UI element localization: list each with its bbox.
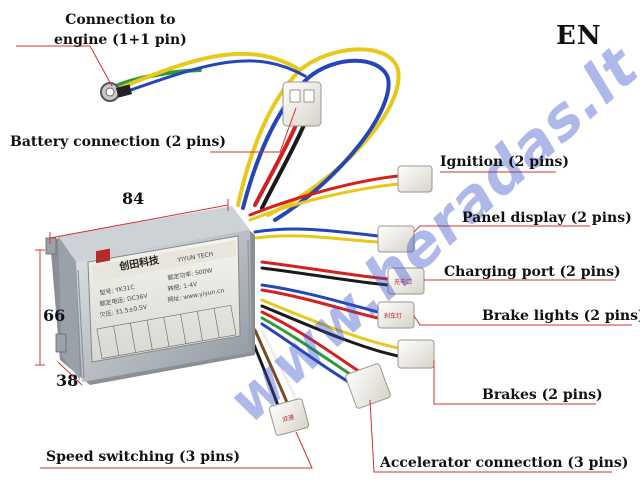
ignition-connector (397, 165, 433, 193)
wire-engine-yellow-b (118, 51, 302, 90)
dimension-height: 66 (43, 306, 66, 325)
dimension-lines (35, 199, 229, 386)
wire-speed-2 (260, 328, 300, 407)
wire-accel (260, 310, 362, 374)
label-battery: Battery connection (2 pins) (10, 134, 226, 150)
label-charging: Charging port (2 pins) (444, 264, 621, 280)
speed-tag: 双速 (282, 414, 295, 424)
wire-battery-black (260, 123, 306, 210)
wire-charging-2 (260, 266, 390, 287)
panel-connector (377, 225, 415, 253)
charging-tag: 充电口 (394, 278, 412, 286)
wire-engine-blue-b (123, 59, 307, 94)
language-badge: EN (556, 21, 602, 51)
wire-accel-3 (260, 322, 354, 386)
accelerator-connector (345, 363, 391, 409)
wire-brake-lights-2 (260, 288, 380, 320)
brakes-connector (397, 339, 435, 369)
label-brakes: Brakes (2 pins) (482, 387, 603, 403)
wire-brakes-2 (260, 304, 400, 358)
leader-lines (16, 45, 632, 473)
label-speed: Speed switching (3 pins) (46, 449, 240, 465)
wire-brakes (260, 298, 400, 350)
dimension-width: 84 (122, 189, 145, 208)
brake-lights-tag: 刹车灯 (384, 312, 402, 320)
label-ignition: Ignition (2 pins) (440, 154, 570, 170)
label-engine: Connection to engine (1+1 pin) (54, 10, 187, 50)
dimension-depth: 38 (56, 371, 79, 390)
wire-bundle (114, 47, 401, 408)
wire-ignition-2 (248, 182, 400, 222)
label-accelerator: Accelerator connection (3 pins) (380, 455, 629, 471)
wire-engine-blue (241, 58, 391, 222)
ring-terminal (100, 82, 133, 102)
wire-speed (253, 328, 290, 407)
label-engine-line2: engine (1+1 pin) (54, 32, 187, 48)
wire-brake-lights (260, 283, 380, 314)
label-engine-line1: Connection to (65, 12, 176, 28)
wire-charging (260, 260, 390, 281)
label-brake-lights: Brake lights (2 pins) (482, 308, 640, 324)
label-panel: Panel display (2 pins) (462, 210, 632, 226)
battery-connector (282, 81, 322, 127)
wire-accel-2 (260, 316, 358, 380)
wire-ignition (248, 174, 400, 217)
brake-lights-connector: 刹车灯 (377, 301, 415, 329)
wire-battery-red (253, 123, 298, 207)
speed-connector: 双速 (268, 398, 310, 436)
wire-panel (253, 227, 380, 238)
controller-casing: 创田科技 YIYUN TECH 型号: YK31C 额定电压: DC36V 欠压… (45, 206, 255, 385)
connectors: 充电口 刹车灯 双速 (268, 81, 435, 436)
charging-connector: 充电口 (387, 267, 425, 295)
wire-panel-2 (253, 234, 380, 244)
